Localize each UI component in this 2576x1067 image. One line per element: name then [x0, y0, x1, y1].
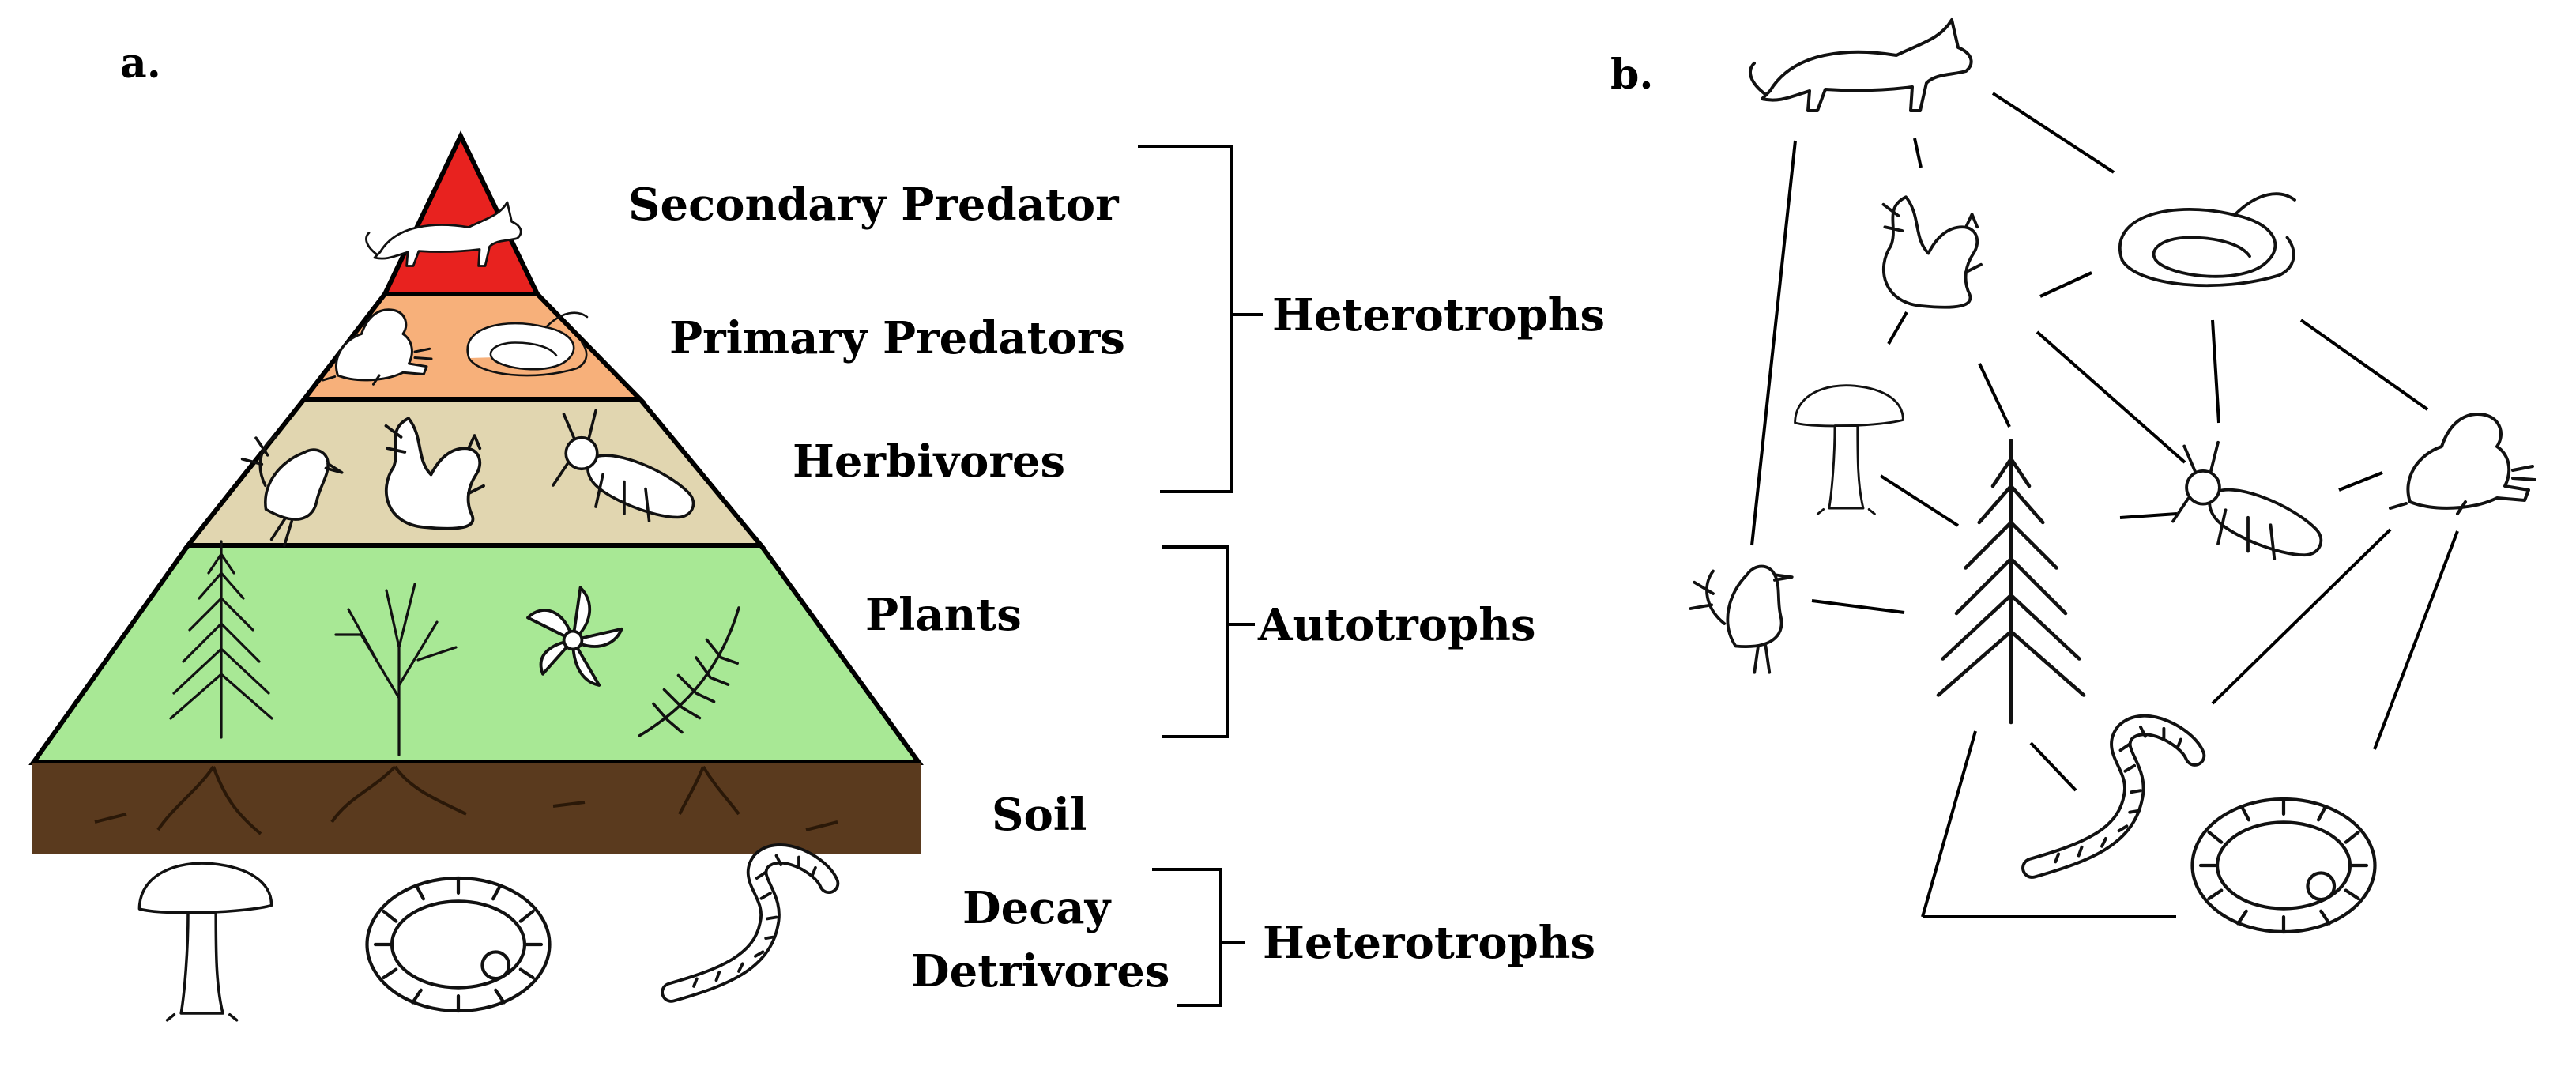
heterotrophs-lower-bracket [1152, 868, 1245, 1007]
autotrophs-label: Autotrophs [1257, 599, 1536, 651]
panel-b-letter: b. [1610, 51, 1653, 99]
secondary-predator-label: Secondary Predator [628, 179, 1120, 231]
web-snake-icon [2118, 192, 2296, 288]
heterotrophs-lower-label: Heterotrophs [1263, 917, 1595, 969]
heterotrophs-upper-bracket [1138, 145, 1263, 493]
panel-a-letter: a. [120, 40, 161, 88]
web-tree-icon [1938, 441, 2084, 723]
web-worm-icon [2032, 725, 2195, 868]
herbivores-label: Herbivores [793, 435, 1065, 488]
food-web-connections [1750, 92, 2459, 918]
soil-label: Soil [992, 789, 1087, 841]
web-mushroom-icon [1794, 384, 1904, 515]
detrivores-label: Detrivores [911, 945, 1169, 997]
decay-label: Decay [962, 882, 1112, 934]
autotrophs-bracket [1162, 545, 1255, 738]
worm-icon [672, 854, 830, 992]
web-bird-icon [1689, 564, 1794, 674]
trophic-pyramid [28, 130, 924, 854]
plants-label: Plants [865, 589, 1022, 641]
soil-texture [94, 765, 838, 835]
web-grub-icon [2193, 799, 2375, 932]
mushroom-icon [137, 862, 273, 1022]
plants-tier [28, 543, 924, 765]
primary-predators-label: Primary Predators [669, 312, 1125, 364]
web-beetle-icon [2171, 440, 2323, 560]
web-squirrel-icon [1881, 195, 1983, 309]
web-fox-icon [1749, 18, 1973, 112]
soil-layer [32, 763, 921, 854]
heterotrophs-upper-label: Heterotrophs [1272, 289, 1605, 341]
web-frog-icon [2389, 413, 2536, 515]
secondary-predator-tier [381, 130, 541, 296]
grub-icon [367, 878, 550, 1011]
